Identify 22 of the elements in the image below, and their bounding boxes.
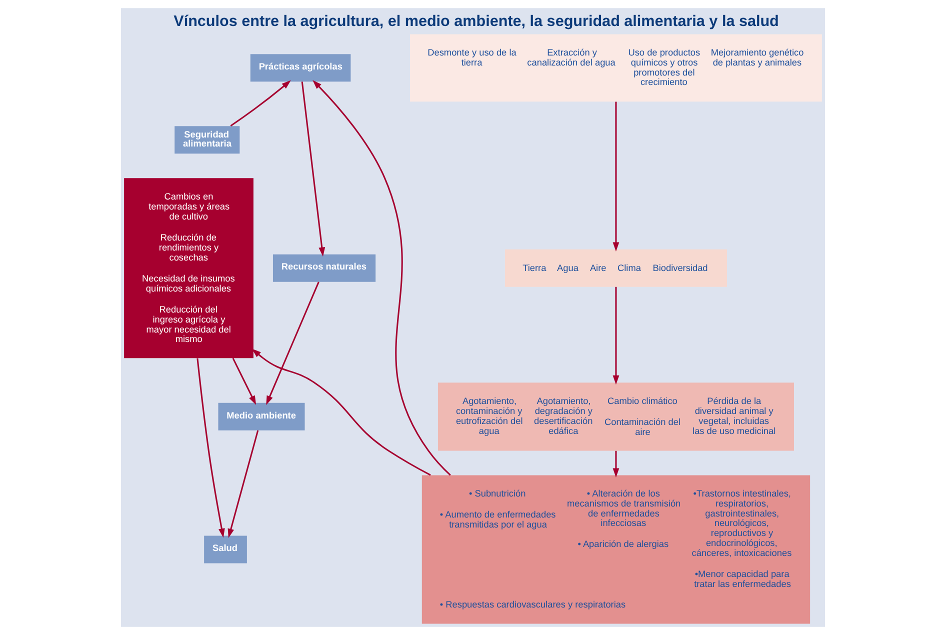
arrow (301, 82, 326, 257)
arrow (196, 358, 225, 538)
arrow (232, 358, 256, 405)
node-box: Prácticas agrícolas (250, 54, 351, 82)
node-box: Cambios en temporadas y áreas de cultivo Reducción de rendimientos y cosechas Necesidad de insumos químicos adicionales Reducción del ingreso agrícola y mayor necesidad del mismo (124, 178, 254, 358)
node-box: Tierra Agua Aire Clima Biodiversidad (504, 249, 727, 287)
diagram-title: Vínculos entre la agricultura, el medio ambiente, la seguridad alimentaria y la salud (174, 12, 779, 30)
arrow (612, 450, 620, 478)
arrow (230, 80, 291, 126)
arrow (612, 286, 620, 385)
node-box: Desmonte y uso de la tierra Extracción y canalización del agua Uso de productos químicos y otros promotores del crecimiento Mejoramiento genético de plantas y animales (410, 34, 822, 102)
arrow (612, 102, 620, 252)
arrow (228, 430, 259, 538)
arrow (266, 282, 320, 405)
node-box: Recursos naturales (272, 254, 376, 282)
arrow (312, 80, 451, 476)
node-box: Agotamiento, contaminación y eutrofización del agua Agotamiento, degradación y desertificación edáfica Cambio climático Contaminación del aire Pérdida de la diversidad animal y vegetal, incluidas las de uso medicinal (438, 382, 794, 451)
node-box: Medio ambiente (218, 402, 305, 430)
node-box: Seguridad alimentaria (174, 126, 240, 154)
node-box: • Subnutrición • Aumento de enfermedades transmitidas por el agua • Alteración de los mecanismos de transmisión de enfermedades infecciosas • Aparición de alergias •Trastornos intestinales, respiratorios, gastrointestinales, neurológicos, reproductivos y endocrinológicos, cánceres, intoxicaciones •Menor capacidad para tratar las enfermedades • Respuestas cardiovasculares y respiratorias (422, 475, 810, 624)
node-box: Salud (204, 536, 247, 564)
arrow (252, 348, 431, 476)
